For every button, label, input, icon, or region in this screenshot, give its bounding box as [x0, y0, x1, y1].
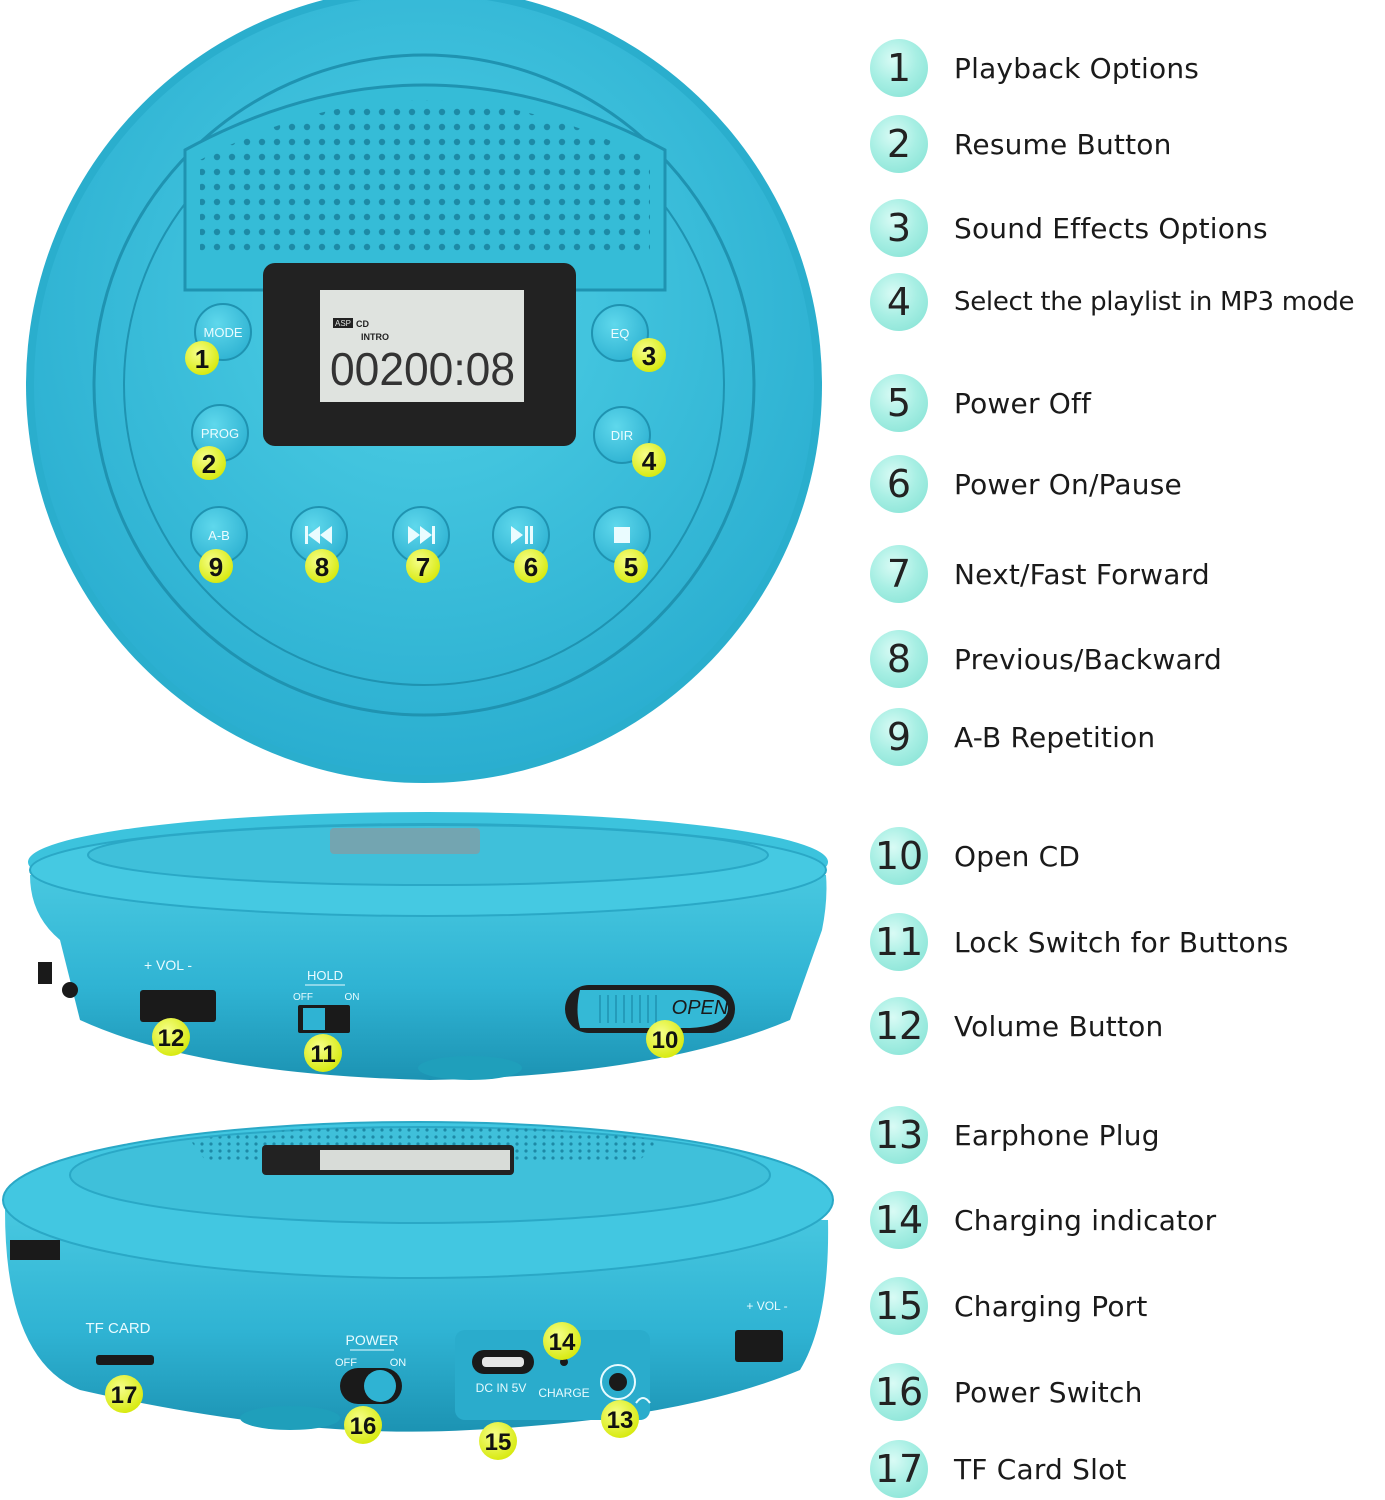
prev-track-icon: [305, 526, 332, 544]
charge-label: CHARGE: [538, 1386, 589, 1400]
lcd-screen: [320, 290, 524, 402]
callout-9: 9: [199, 549, 233, 583]
prev-button[interactable]: [290, 506, 348, 564]
svg-text:A-B: A-B: [208, 528, 230, 543]
volume-wheel[interactable]: [140, 990, 216, 1022]
power-label: POWER: [346, 1332, 399, 1348]
callout-12: 12: [152, 1018, 190, 1056]
vol-label: + VOL -: [144, 957, 192, 973]
callout-15: 15: [479, 1422, 517, 1460]
dir-button[interactable]: DIR: [593, 406, 651, 464]
vol-label-2: + VOL -: [746, 1299, 787, 1313]
svg-text:3: 3: [642, 341, 656, 371]
callout-6: 6: [514, 549, 548, 583]
svg-text:11: 11: [310, 1041, 335, 1068]
callout-1: 1: [185, 341, 219, 375]
callout-8: 8: [305, 549, 339, 583]
svg-text:DIR: DIR: [611, 428, 633, 443]
svg-text:7: 7: [416, 552, 430, 582]
play-pause-icon: [511, 526, 533, 544]
svg-text:1: 1: [195, 344, 209, 374]
stop-icon: [614, 527, 630, 543]
callout-7: 7: [406, 549, 440, 583]
open-label: OPEN: [672, 997, 729, 1019]
svg-text:MODE: MODE: [204, 325, 243, 340]
lcd-time: 00200:08: [330, 343, 515, 395]
svg-text:14: 14: [549, 1329, 576, 1356]
callout-16: 16: [344, 1406, 382, 1444]
svg-text:15: 15: [485, 1429, 512, 1456]
hold-on-label: ON: [345, 992, 360, 1003]
svg-text:13: 13: [607, 1407, 634, 1434]
callout-13: 13: [601, 1400, 639, 1438]
svg-text:PROG: PROG: [201, 426, 239, 441]
callout-5: 5: [614, 549, 648, 583]
callout-3: 3: [632, 338, 666, 372]
next-track-icon: [408, 526, 435, 544]
callout-17: 17: [105, 1375, 143, 1413]
hold-label: HOLD: [307, 968, 343, 983]
top-view: ASP CD INTRO 00200:08 MODE PROG EQ DIR A…: [26, 0, 822, 783]
power-on-label: ON: [390, 1357, 407, 1369]
callout-11: 11: [304, 1034, 342, 1072]
callout-4: 4: [632, 443, 666, 477]
dc-in-label: DC IN 5V: [476, 1381, 527, 1395]
callout-10: 10: [646, 1020, 684, 1058]
callout-14: 14: [543, 1322, 581, 1360]
svg-text:12: 12: [158, 1025, 185, 1052]
lcd-asp: ASP: [335, 319, 351, 328]
power-off-label: OFF: [335, 1357, 357, 1369]
callout-2: 2: [192, 446, 226, 480]
lcd-cd: CD: [356, 319, 369, 329]
svg-text:4: 4: [642, 446, 657, 476]
volume-wheel-2[interactable]: [735, 1330, 783, 1362]
svg-text:5: 5: [624, 552, 638, 582]
svg-text:6: 6: [524, 552, 538, 582]
svg-text:17: 17: [111, 1382, 138, 1409]
svg-text:9: 9: [209, 552, 223, 582]
headphone-icon: [635, 1397, 651, 1404]
side-view-bottom: TF CARD POWER OFF ON DC IN 5V CHARGE + V…: [2, 1121, 834, 1432]
callouts: 1 2 3 4 5 6 7 8 9 10 11 12 13 14 15 16 1…: [105, 338, 684, 1460]
lcd-intro: INTRO: [361, 332, 389, 342]
hold-off-label: OFF: [293, 992, 313, 1003]
side-view-left: + VOL - HOLD OFF ON OPEN: [28, 812, 828, 1080]
svg-text:8: 8: [315, 552, 329, 582]
open-slider[interactable]: OPEN: [565, 985, 735, 1033]
svg-text:2: 2: [202, 449, 216, 479]
svg-text:10: 10: [652, 1027, 679, 1054]
tf-card-slot[interactable]: [96, 1355, 154, 1365]
svg-text:EQ: EQ: [611, 326, 630, 341]
stop-button[interactable]: [593, 506, 651, 564]
ab-button[interactable]: A-B: [190, 506, 248, 564]
tf-card-label: TF CARD: [86, 1320, 151, 1337]
svg-text:16: 16: [350, 1413, 377, 1440]
